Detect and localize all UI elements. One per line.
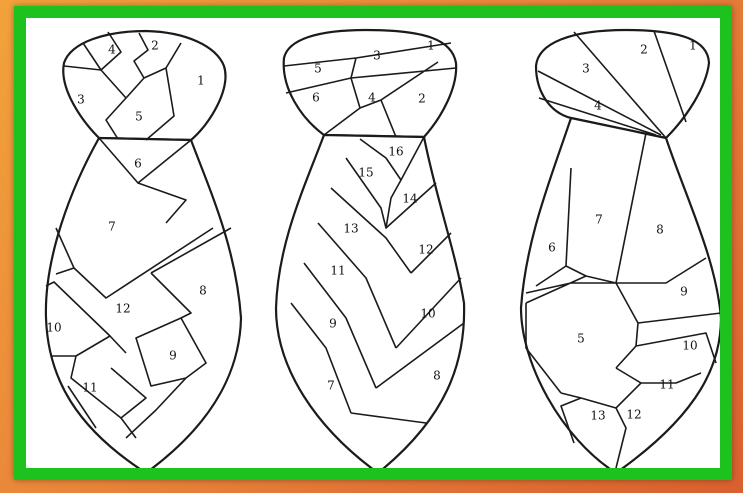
tie-2-label-6: 6	[312, 91, 320, 105]
tie-1: 4 2 1 3 5 6 7 8 12 10 9 11	[46, 31, 241, 468]
green-frame: 4 2 1 3 5 6 7 8 12 10 9 11 1	[14, 6, 732, 480]
tie-1-label-9: 9	[169, 349, 177, 363]
tie-3-label-2: 2	[640, 43, 648, 57]
tie-2-label-2: 2	[418, 92, 426, 106]
tie-2-label-12: 12	[418, 243, 433, 257]
tie-1-label-11: 11	[82, 381, 97, 395]
tie-2-body-outline	[276, 135, 464, 468]
tie-1-label-1: 1	[197, 74, 205, 88]
tie-1-label-6: 6	[134, 157, 142, 171]
tie-3: 1 2 3 4 7 8 6 9 5 10 11 12 13	[521, 30, 720, 468]
tie-3-label-7: 7	[595, 213, 603, 227]
tie-3-label-12: 12	[626, 408, 641, 422]
tie-2-label-13: 13	[343, 222, 358, 236]
tie-2-label-3: 3	[373, 49, 381, 63]
tie-3-label-11: 11	[659, 378, 674, 392]
tie-3-label-3: 3	[582, 62, 590, 76]
tie-3-label-9: 9	[680, 285, 688, 299]
tie-2-label-11: 11	[330, 264, 345, 278]
tie-1-label-7: 7	[108, 220, 116, 234]
tie-2: 1 3 5 6 4 2 16 15 14 13 12 11 10 9 8 7	[276, 30, 464, 468]
tie-3-label-8: 8	[656, 223, 664, 237]
tie-3-label-5: 5	[577, 332, 585, 346]
tie-3-label-1: 1	[689, 39, 697, 53]
tie-drawing: 4 2 1 3 5 6 7 8 12 10 9 11 1	[26, 18, 720, 468]
tie-2-label-7: 7	[327, 379, 335, 393]
tie-2-label-16: 16	[388, 145, 403, 159]
tie-2-label-5: 5	[314, 62, 322, 76]
tie-1-label-12: 12	[115, 302, 130, 316]
tie-1-label-3: 3	[77, 93, 85, 107]
tie-2-label-1: 1	[427, 39, 435, 53]
tie-2-label-10: 10	[420, 307, 435, 321]
tie-1-label-8: 8	[199, 284, 207, 298]
tie-2-label-14: 14	[402, 192, 418, 206]
tie-1-label-4: 4	[108, 43, 116, 57]
tie-3-label-13: 13	[590, 409, 605, 423]
tie-2-label-4: 4	[368, 91, 376, 105]
tie-1-label-2: 2	[151, 39, 159, 53]
tie-2-label-9: 9	[329, 317, 337, 331]
tie-2-label-8: 8	[433, 369, 441, 383]
tie-1-label-5: 5	[135, 110, 143, 124]
tie-3-label-4: 4	[594, 99, 602, 113]
tie-3-label-10: 10	[682, 339, 697, 353]
worksheet-paper: 4 2 1 3 5 6 7 8 12 10 9 11 1	[26, 18, 720, 468]
tie-1-label-10: 10	[46, 321, 61, 335]
tie-2-label-15: 15	[358, 166, 373, 180]
tie-3-label-6: 6	[548, 241, 556, 255]
